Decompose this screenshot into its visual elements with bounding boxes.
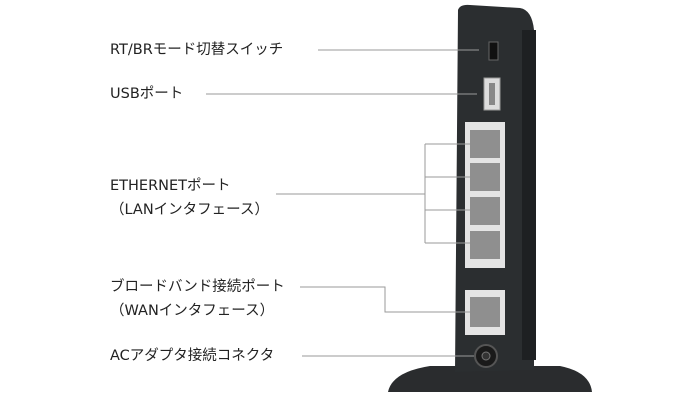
label-broadband-port-sub: （WANインタフェース）: [110, 303, 275, 319]
mode-switch: [488, 41, 499, 61]
label-usb-port: USBポート: [110, 86, 184, 102]
label-ethernet-port: ETHERNETポート: [110, 178, 231, 194]
label-broadband-port: ブロードバンド接続ポート: [110, 279, 285, 295]
label-ethernet-port-sub: （LANインタフェース）: [110, 202, 269, 218]
label-mode-switch: RT/BRモード切替スイッチ: [110, 42, 284, 58]
lan-port-4: [470, 130, 500, 158]
leader-lines: [206, 49, 479, 357]
lan-port-1: [470, 231, 500, 259]
label-ac-adapter: ACアダプタ接続コネクタ: [110, 348, 275, 364]
lan-port-2: [470, 197, 500, 225]
wan-port: [470, 297, 500, 327]
lan-port-3: [470, 163, 500, 191]
router-stand: [388, 366, 592, 392]
